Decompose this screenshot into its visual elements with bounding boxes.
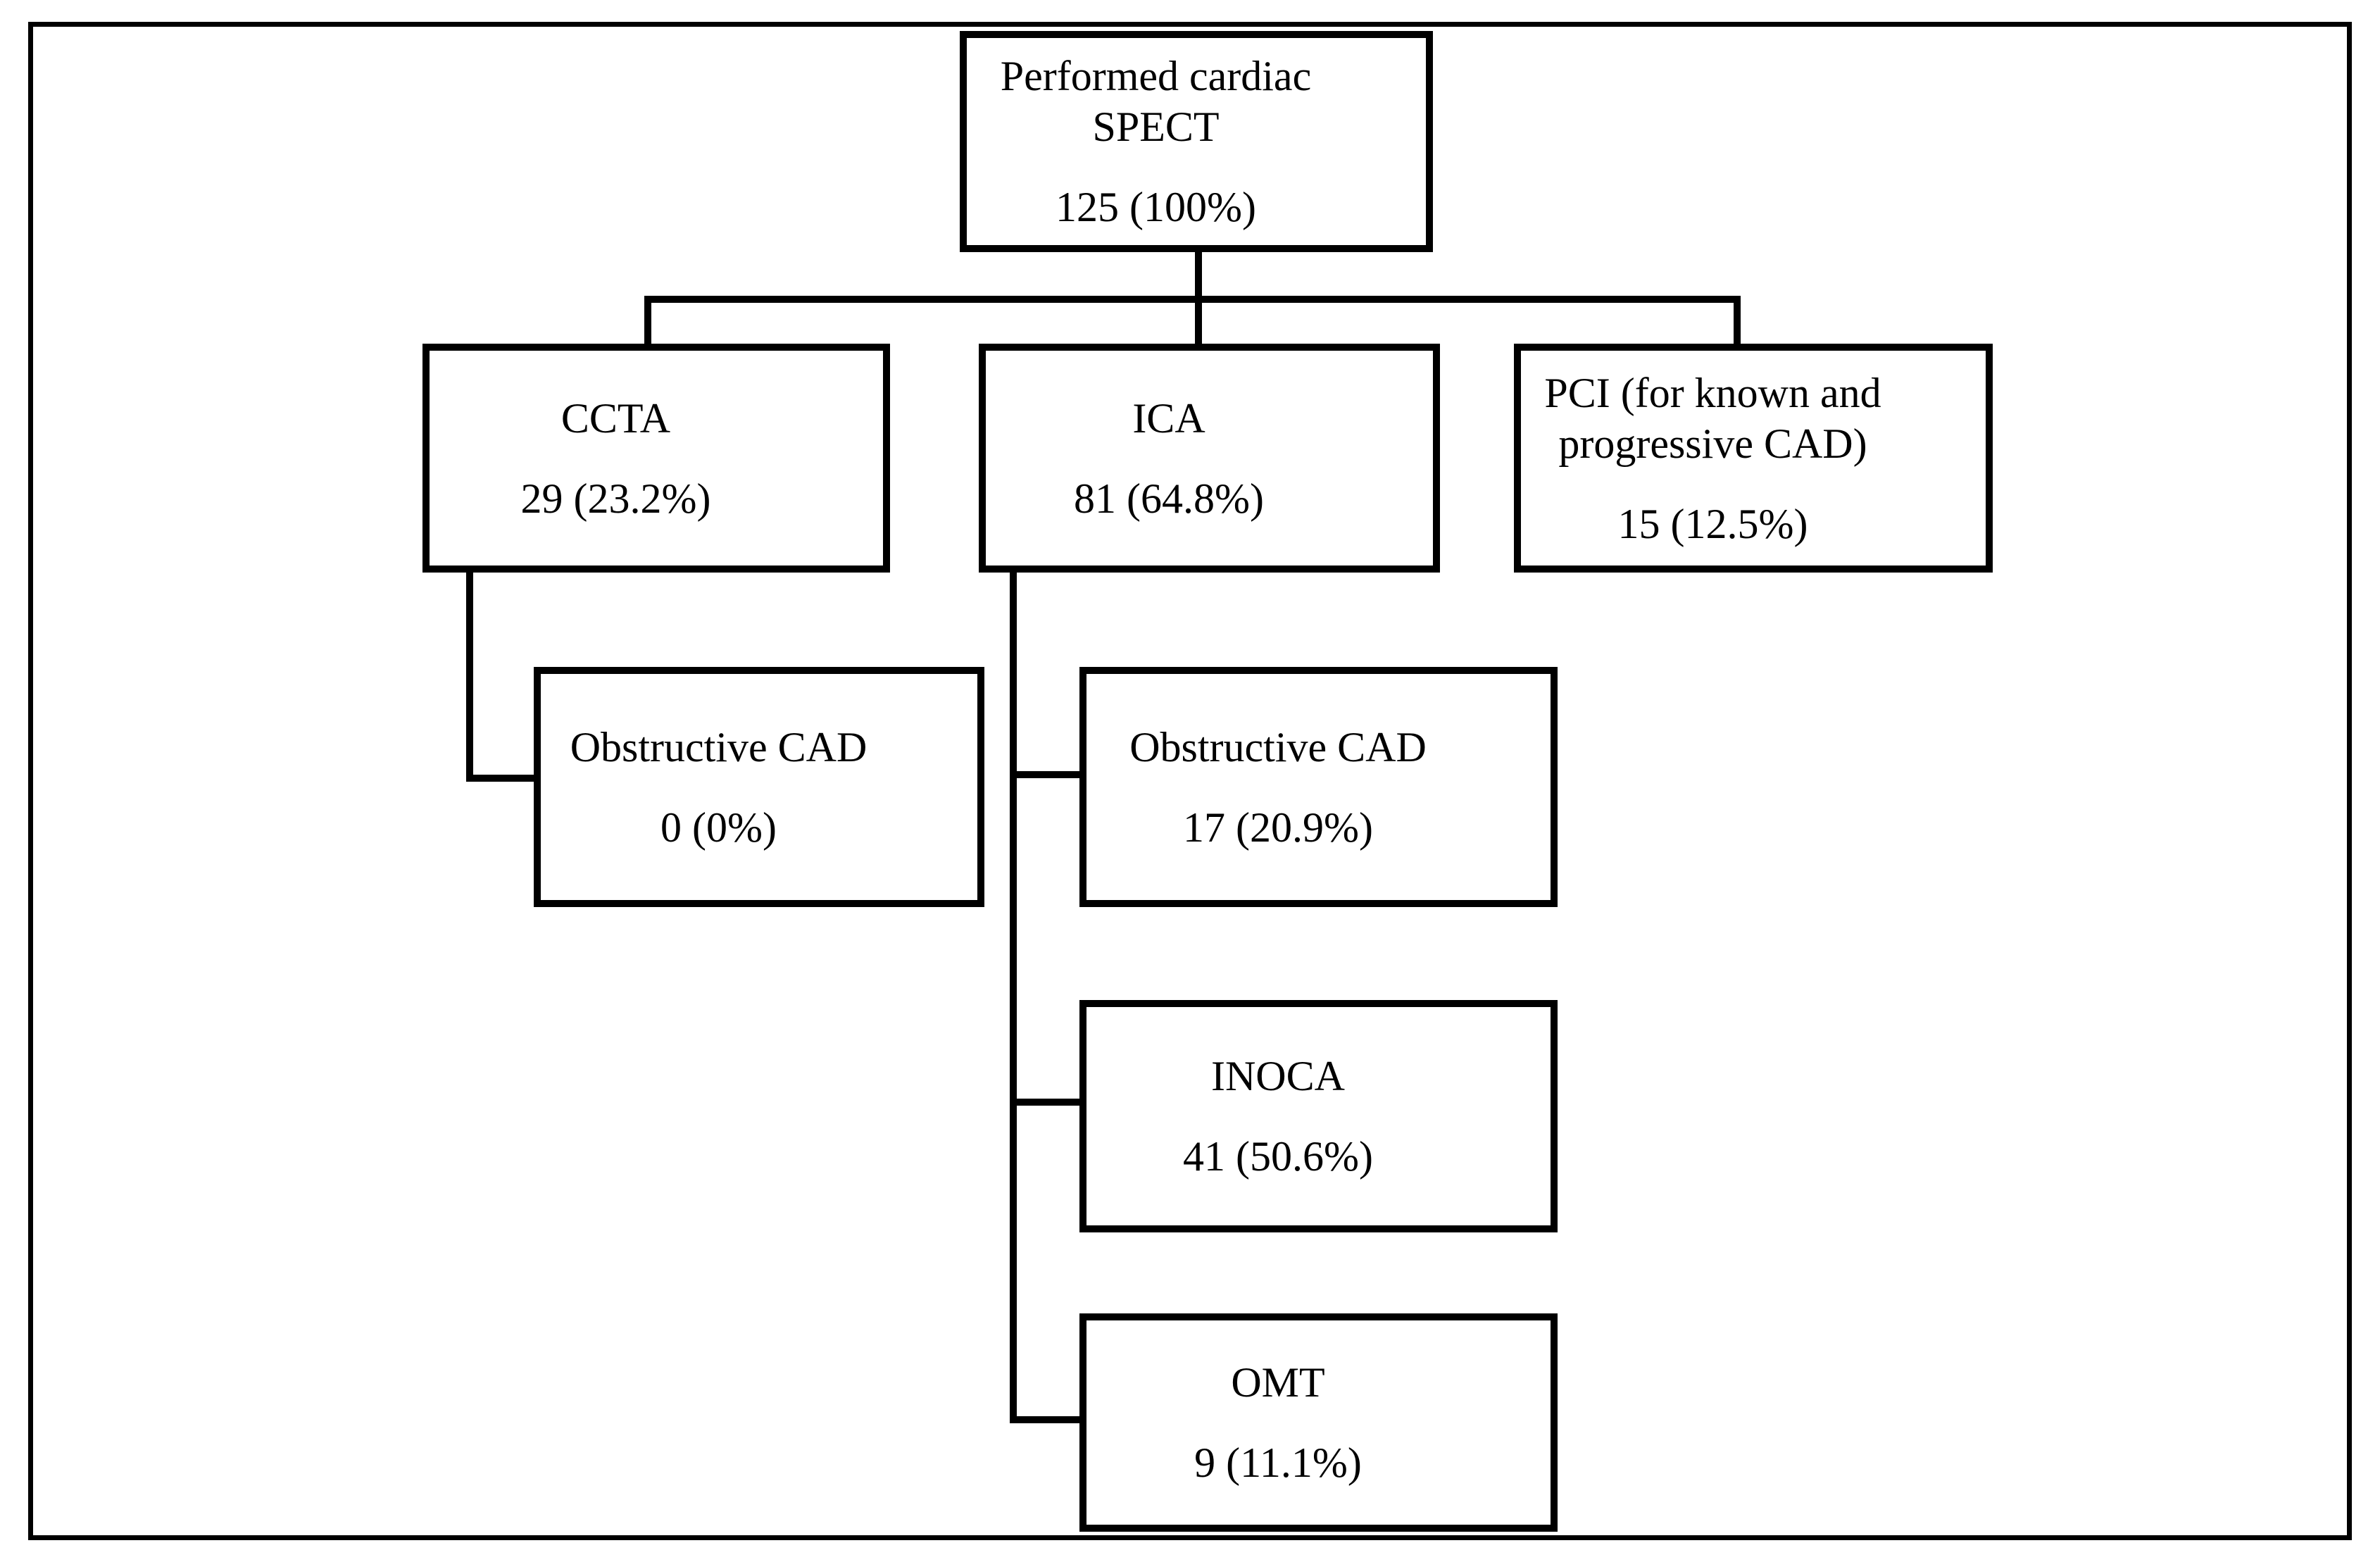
connector-ccta-elbow	[466, 775, 541, 782]
connector-rake	[644, 296, 1741, 303]
node-label: Obstructive CAD	[1129, 723, 1427, 770]
connector-ccta-descender	[466, 573, 473, 782]
node-label: OMT	[1231, 1359, 1325, 1406]
node-ccta: CCTA 29 (23.2%)	[422, 344, 890, 573]
node-omt: OMT 9 (11.1%)	[1079, 1313, 1558, 1532]
node-value: 41 (50.6%)	[1183, 1133, 1373, 1180]
connector-ccta-stub	[644, 296, 651, 346]
node-value: 125 (100%)	[1056, 184, 1256, 230]
node-performed-cardiac-spect: Performed cardiac SPECT 125 (100%)	[960, 31, 1433, 252]
node-pci: PCI (for known and progressive CAD) 15 (…	[1514, 344, 1993, 573]
node-label: ICA	[1132, 394, 1205, 442]
node-label: PCI (for known and progressive CAD)	[1544, 369, 1881, 467]
connector-ica-descender	[1010, 573, 1017, 1423]
node-inoca: INOCA 41 (50.6%)	[1079, 1000, 1558, 1232]
node-value: 0 (0%)	[660, 804, 777, 851]
node-obstructive-cad-ccta: Obstructive CAD 0 (0%)	[534, 667, 984, 907]
node-label: Obstructive CAD	[570, 723, 868, 770]
node-label: Performed cardiac SPECT	[1000, 53, 1312, 150]
connector-omt-stub	[1010, 1416, 1086, 1423]
node-value: 9 (11.1%)	[1194, 1439, 1362, 1486]
connector-inoca-stub	[1010, 1099, 1086, 1106]
node-label: CCTA	[560, 394, 671, 442]
connector-pci-stub	[1734, 296, 1741, 346]
connector-obs17-stub	[1010, 771, 1086, 778]
outer-frame	[28, 22, 2352, 1540]
node-obstructive-cad-ica: Obstructive CAD 17 (20.9%)	[1079, 667, 1558, 907]
node-ica: ICA 81 (64.8%)	[979, 344, 1440, 573]
node-value: 81 (64.8%)	[1074, 475, 1264, 522]
node-value: 17 (20.9%)	[1183, 804, 1373, 851]
node-value: 15 (12.5%)	[1617, 500, 1808, 547]
node-value: 29 (23.2%)	[520, 475, 711, 522]
node-label: INOCA	[1211, 1053, 1345, 1099]
